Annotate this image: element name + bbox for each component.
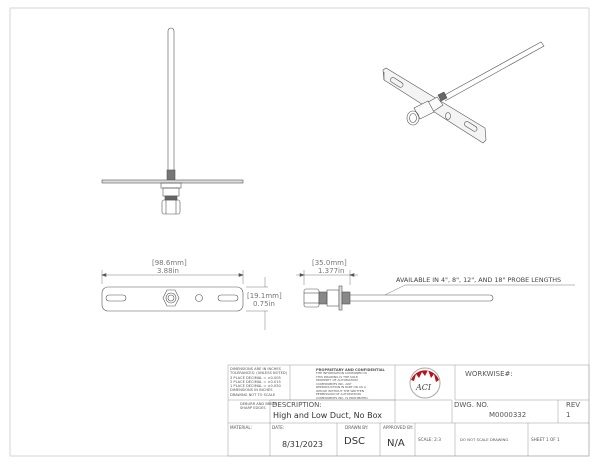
height-dimension-in: 0.75in [253, 300, 275, 308]
side-view-vertical [101, 27, 244, 215]
front-view [101, 270, 268, 330]
description-value: High and Low Duct, No Box [273, 411, 382, 420]
rev-value: 1 [566, 411, 571, 419]
drawn-by-value: DSC [344, 436, 366, 447]
dwg-no-value: M0000332 [489, 411, 527, 419]
depth-dimension-mm: [35.0mm] [312, 259, 347, 267]
date-label: DATE: [272, 425, 285, 430]
dwg-no-label: DWG. NO. [454, 401, 489, 409]
width-dimension-in: 3.88in [157, 267, 179, 275]
do-not-scale: DO NOT SCALE DRAWING [460, 437, 509, 442]
workwise-label: WORKWISE#: [465, 370, 513, 378]
probe-lengths-note: AVAILABLE IN 4", 8", 12", AND 18" PROBE … [396, 276, 562, 284]
depth-dimension-in: 1.377in [318, 267, 345, 275]
drawn-by-label: DRAWN BY: [345, 425, 369, 430]
material-label: MATERIAL: [230, 425, 253, 430]
description-label: DESCRIPTION: [272, 401, 322, 409]
height-dimension-mm: [19.1mm] [247, 292, 282, 300]
sheet-number: SHEET 1 OF 1 [531, 437, 560, 442]
approved-by-value: N/A [387, 438, 405, 449]
sheet-border [9, 7, 590, 457]
proprietary-text: THE INFORMATION CONTAINED IN THIS DRAWIN… [316, 371, 369, 400]
rev-label: REV [566, 401, 581, 409]
width-dimension-mm: [98.6mm] [152, 259, 187, 267]
isometric-view [382, 41, 545, 144]
scale: SCALE: 2:3 [418, 437, 441, 442]
aci-logo-text: ACI [416, 383, 432, 392]
date-value: 8/31/2023 [282, 440, 324, 449]
proprietary-title: PROPRIETARY AND CONFIDENTIAL [316, 368, 385, 372]
side-view-horizontal [296, 270, 575, 311]
aci-logo [409, 367, 441, 399]
approved-by-label: APPROVED BY: [383, 425, 414, 430]
title-block [227, 364, 590, 457]
